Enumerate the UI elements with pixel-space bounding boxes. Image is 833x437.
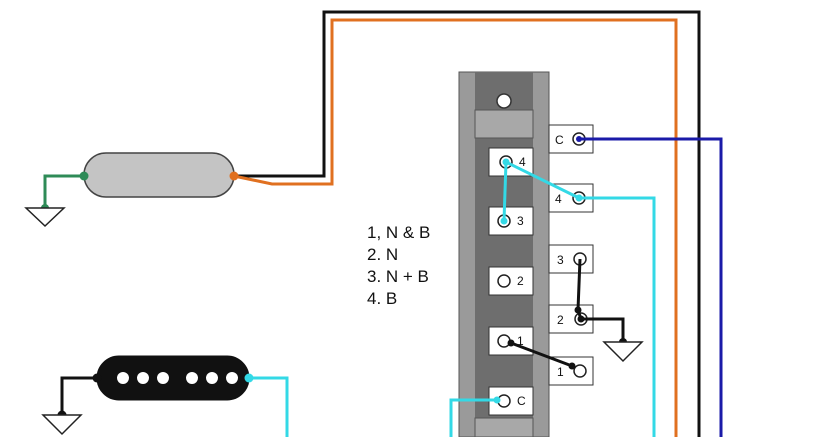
ground-icon-switch [602, 341, 644, 363]
ground-icon-upper [24, 207, 66, 228]
cyan-wire-right4-out [579, 196, 656, 437]
blue-wire-right-c [579, 137, 723, 437]
left-terminal-3: 3 [488, 206, 534, 236]
legend-line-4: 4. B [367, 289, 398, 308]
left-terminal-2-label: 2 [517, 274, 524, 288]
pole-piece-pickup [96, 355, 250, 401]
cyan-jumper-left4-left3 [502, 161, 508, 222]
orange-wire-top-loop [233, 18, 678, 437]
single-coil-pickup [83, 152, 235, 198]
green-wire-ground [43, 174, 84, 208]
legend-line-1: 1, N & B [367, 223, 431, 242]
cyan-jumper-left4-right4 [505, 160, 580, 200]
right-terminal-3-label: 3 [557, 253, 564, 267]
right-terminal-c-label: C [555, 133, 564, 147]
black-jumper-left1-right1 [510, 341, 573, 368]
black-wire-top-loop [234, 10, 701, 437]
black-wire-lower-ground [60, 376, 97, 415]
right-terminal-1-label: 1 [557, 365, 564, 379]
cyan-wire-left-c [449, 398, 497, 437]
switch-body [458, 71, 550, 437]
right-terminal-2-label: 2 [557, 313, 564, 327]
left-terminal-c-label: C [517, 394, 526, 408]
cyan-wire-lower-pickup [249, 376, 289, 437]
legend-line-3: 3. N + B [367, 267, 429, 286]
left-terminal-3-label: 3 [517, 214, 524, 228]
left-terminal-1-label: 1 [517, 334, 524, 348]
right-terminal-3: 3 [548, 244, 594, 274]
legend-line-2: 2. N [367, 245, 399, 264]
left-terminal-2: 2 [488, 266, 534, 296]
black-wire-right2-ground [581, 317, 625, 342]
switch-positions-legend: 1, N & B 2. N 3. N + B 4. B [367, 222, 430, 310]
ground-icon-lower [41, 414, 83, 436]
right-terminal-4-label: 4 [555, 192, 562, 206]
left-terminal-4-label: 4 [519, 155, 526, 169]
